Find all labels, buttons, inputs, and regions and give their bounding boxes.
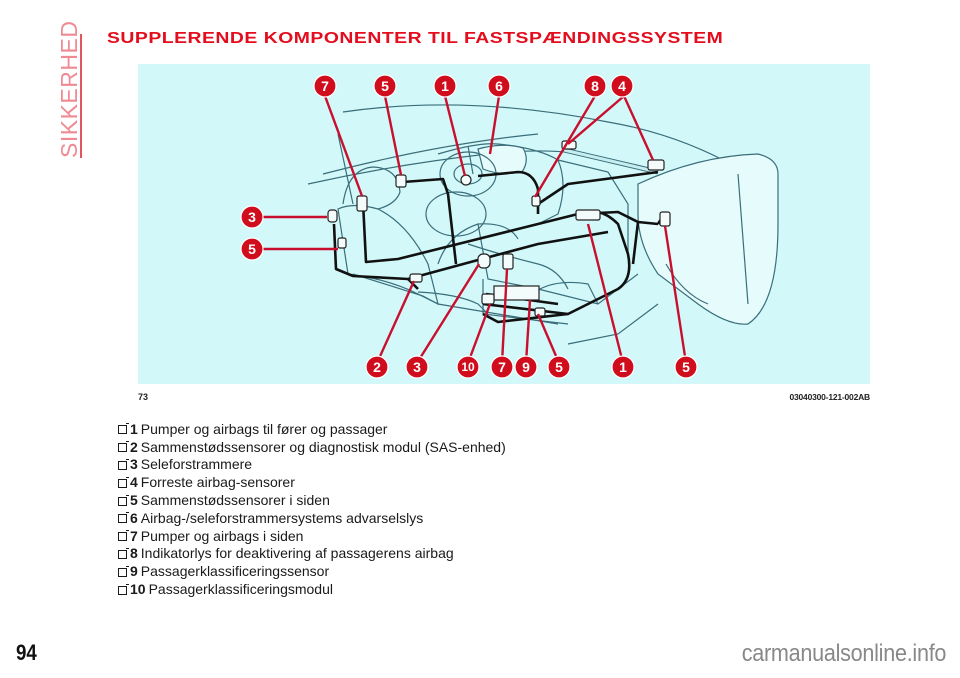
callout-5-bottom-right: 5 xyxy=(674,355,698,379)
checkbox-icon xyxy=(118,494,129,506)
svg-text:5: 5 xyxy=(682,359,690,375)
figure-number: 73 xyxy=(138,392,149,402)
svg-text:7: 7 xyxy=(321,78,329,94)
legend-number: 7 xyxy=(130,527,138,544)
legend-text: Indikatorlys for deaktivering af passage… xyxy=(140,545,454,562)
checkbox-icon xyxy=(118,565,129,577)
callout-7-top: 7 xyxy=(313,74,337,98)
legend-number: 9 xyxy=(130,563,138,580)
callout-5-left: 5 xyxy=(240,237,264,261)
callout-10-bottom: 10 xyxy=(456,355,480,379)
callout-1-bottom: 1 xyxy=(611,355,635,379)
legend-number: 1 xyxy=(130,420,138,437)
legend-text: Passagerklassificeringssensor xyxy=(140,563,330,580)
checkbox-icon xyxy=(118,583,129,595)
legend-number: 3 xyxy=(130,456,138,473)
svg-text:5: 5 xyxy=(555,359,563,375)
callout-5-bottom: 5 xyxy=(547,355,571,379)
figure-code: 03040300-121-002AB xyxy=(789,392,870,402)
svg-text:9: 9 xyxy=(522,359,530,375)
callout-7-bottom: 7 xyxy=(490,355,514,379)
svg-text:2: 2 xyxy=(373,359,381,375)
svg-text:4: 4 xyxy=(618,78,626,94)
legend-text: Sammenstødssensorer og diagnostisk modul… xyxy=(140,438,506,455)
legend-number: 2 xyxy=(130,438,138,455)
callout-2-bottom: 2 xyxy=(365,355,389,379)
legend-number: 4 xyxy=(130,474,138,491)
legend-number: 5 xyxy=(130,492,138,509)
checkbox-icon xyxy=(118,547,129,559)
svg-text:5: 5 xyxy=(381,78,389,94)
checkbox-icon xyxy=(118,441,129,453)
callout-3-left: 3 xyxy=(240,205,264,229)
legend-text: Passagerklassificeringsmodul xyxy=(148,581,333,598)
svg-text:6: 6 xyxy=(495,78,503,94)
legend-text: Pumper og airbags til fører og passager xyxy=(140,420,388,437)
legend-number: 8 xyxy=(130,545,138,562)
legend-number: 10 xyxy=(130,581,146,598)
checkbox-icon xyxy=(118,530,129,542)
checkbox-icon xyxy=(118,458,129,470)
legend-text: Sammenstødssensorer i siden xyxy=(140,492,330,509)
callout-8-top: 8 xyxy=(583,74,607,98)
callout-4-top: 4 xyxy=(610,74,634,98)
checkbox-icon xyxy=(118,423,129,435)
callout-3-bottom: 3 xyxy=(405,355,429,379)
svg-text:8: 8 xyxy=(591,78,599,94)
callout-9-bottom: 9 xyxy=(514,355,538,379)
section-tab-label: SIKKERHED xyxy=(56,20,82,158)
section-tab-rule xyxy=(80,34,82,158)
svg-text:10: 10 xyxy=(461,360,475,374)
callout-6-top: 6 xyxy=(487,74,511,98)
leader-lines xyxy=(263,95,688,364)
legend-text: Seleforstrammere xyxy=(140,456,253,473)
svg-text:7: 7 xyxy=(498,359,506,375)
legend-text: Pumper og airbags i siden xyxy=(140,527,304,544)
callout-1-top: 1 xyxy=(433,74,457,98)
page-number: 94 xyxy=(16,640,37,665)
svg-text:5: 5 xyxy=(248,241,256,257)
svg-text:1: 1 xyxy=(441,78,449,94)
watermark[interactable]: carmanualsonline.info xyxy=(741,640,947,667)
diagram-svg: 7 5 1 6 8 4 3 5 2 3 10 7 9 5 1 5 xyxy=(240,74,779,379)
checkbox-icon xyxy=(118,512,129,524)
checkbox-icon xyxy=(118,476,129,488)
svg-text:3: 3 xyxy=(248,209,256,225)
legend-text: Airbag-/seleforstrammersystems advarsels… xyxy=(140,509,424,526)
restraint-system-diagram: 7 5 1 6 8 4 3 5 2 3 10 7 9 5 1 5 xyxy=(138,64,870,384)
svg-text:1: 1 xyxy=(619,359,627,375)
svg-text:3: 3 xyxy=(413,359,421,375)
section-tab: SIKKERHED xyxy=(56,20,82,158)
page-heading: SUPPLERENDE KOMPONENTER TIL FASTSPÆNDING… xyxy=(107,30,724,47)
legend-text: Forreste airbag-sensorer xyxy=(140,474,295,491)
callout-5-top: 5 xyxy=(373,74,397,98)
legend-number: 6 xyxy=(130,509,138,526)
